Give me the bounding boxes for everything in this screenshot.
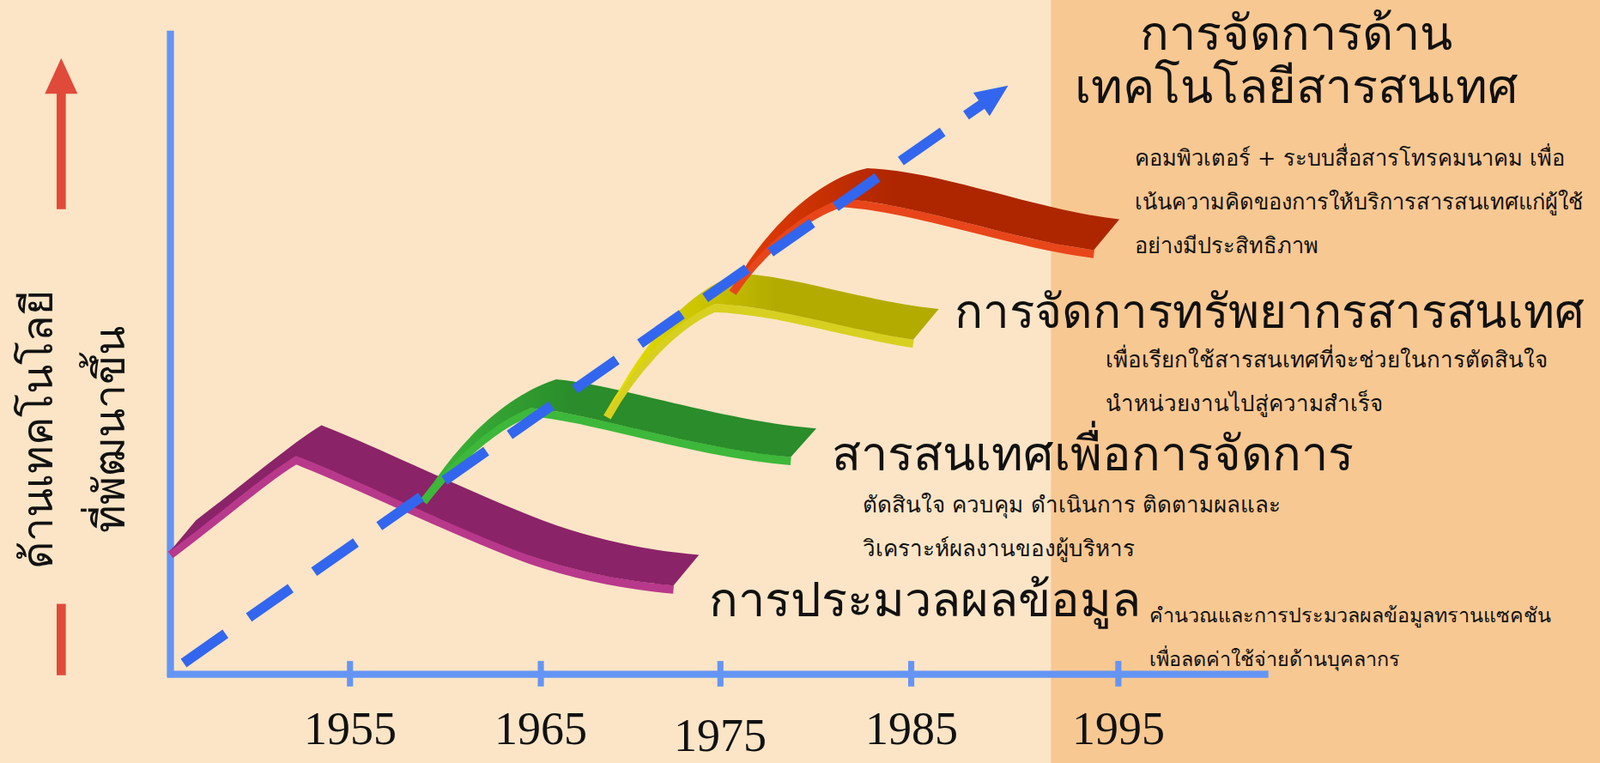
- year-label: 1975: [651, 712, 789, 759]
- text-word: +: [1257, 145, 1276, 171]
- stage-description: เพื่อเรียกใช้สารสนเทศที่จะช่วยในการตัดสิ…: [1105, 338, 1587, 426]
- text-word: อย่างมีประสิทธิภาพ: [1134, 232, 1319, 259]
- stage-block: สารสนเทศเพื่อการจัดการตัดสินใจ ควบคุม ดำ…: [831, 425, 1354, 571]
- stage-description: ตัดสินใจ ควบคุม ดำเนินการ ติดตามผลและ วิ…: [862, 483, 1310, 571]
- stage-block: การประมวลผลข้อมูลคำนวณและการประมวลผลข้อม…: [709, 571, 1594, 682]
- text-word: ดำเนินการ: [1030, 491, 1136, 518]
- y-axis: [166, 30, 174, 679]
- ribbon-face: [170, 425, 700, 587]
- text-word: วิเคราะห์ผลงานของผู้บริหาร: [862, 535, 1135, 562]
- text-word: เทคโนโลยีสารสนเทศ: [1074, 58, 1519, 115]
- year-label: 1955: [281, 705, 419, 752]
- axis-title: ด้านเทคโนโลยี ที่พัฒนาขึ้น: [1, 227, 146, 631]
- tick: [908, 660, 915, 687]
- text-word: 1995: [1072, 703, 1165, 755]
- text-word: เน้นความคิดของการให้บริการสารสนเทศแก่ผู้…: [1134, 188, 1583, 215]
- ribbon-face: [606, 273, 939, 414]
- year-label: 1985: [842, 705, 981, 752]
- arrow-line: [56, 91, 67, 210]
- stage-block: การจัดการทรัพยากรสารสนเทศเพื่อเรียกใช้สา…: [954, 283, 1587, 426]
- stage-title: การจัดการด้าน เทคโนโลยีสารสนเทศ: [1030, 6, 1563, 114]
- text-word: เพื่อเรียกใช้สารสนเทศที่จะช่วยในการตัดสิ…: [1105, 346, 1548, 373]
- text-word: คำนวณและการประมวลผลข้อมูลทรานแซคชัน: [1149, 603, 1552, 628]
- stage-description: คำนวณและการประมวลผลข้อมูลทรานแซคชัน เพื่…: [1149, 593, 1594, 682]
- text-word: การประมวลผลข้อมูล: [709, 571, 1141, 628]
- text-word: ควบคุม: [951, 491, 1024, 518]
- tick: [717, 660, 724, 687]
- trend-arrow-head: [973, 85, 1009, 117]
- text-word: ที่พัฒนาขึ้น: [84, 326, 135, 534]
- text-word: ด้านเทคโนโลยี: [12, 290, 63, 570]
- tick: [346, 660, 353, 687]
- stage-description: คอมพิวเตอร์ + ระบบสื่อสารโทรคมนาคม เพื่อ…: [1134, 136, 1594, 268]
- stage-title: สารสนเทศเพื่อการจัดการ: [831, 425, 1354, 483]
- text-word: เพื่อลดค่าใช้จ่ายด้านบุคลากร: [1149, 647, 1400, 672]
- stage-title: การจัดการทรัพยากรสารสนเทศ: [954, 283, 1585, 340]
- illustration-group: [44, 0, 1600, 763]
- right-region: [1050, 0, 1600, 763]
- arrow-line: [56, 604, 67, 676]
- text-word: สารสนเทศเพื่อการจัดการ: [831, 425, 1354, 482]
- year-label: 1965: [472, 705, 610, 752]
- stage-title: การประมวลผลข้อมูล: [709, 571, 1141, 629]
- year-label: 1995: [1049, 705, 1188, 752]
- text-word: 1955: [303, 703, 397, 755]
- text-word: นำหน่วยงานไปสู่ความสำเร็จ: [1105, 390, 1383, 417]
- arrow-head: [44, 58, 78, 95]
- axis-ticks: [350, 660, 1119, 687]
- text-word: 1975: [673, 709, 767, 762]
- text-word: การจัดการด้าน: [1139, 5, 1453, 61]
- text-word: คอมพิวเตอร์: [1134, 145, 1251, 171]
- text-word: ระบบสื่อสารโทรคมนาคม: [1283, 145, 1523, 171]
- text-word: ตัดสินใจ: [862, 491, 946, 518]
- ribbon-face: [733, 168, 1121, 289]
- tick: [537, 660, 544, 687]
- text-word: เพื่อ: [1529, 145, 1565, 171]
- stage-block: การจัดการด้าน เทคโนโลยีสารสนเทศคอมพิวเตอ…: [1030, 6, 1594, 268]
- text-word: ติดตามผลและ: [1142, 491, 1281, 518]
- text-word: 1965: [494, 703, 588, 755]
- text-word: การจัดการทรัพยากรสารสนเทศ: [954, 284, 1585, 340]
- text-word: 1985: [865, 703, 958, 755]
- tick: [1115, 660, 1122, 687]
